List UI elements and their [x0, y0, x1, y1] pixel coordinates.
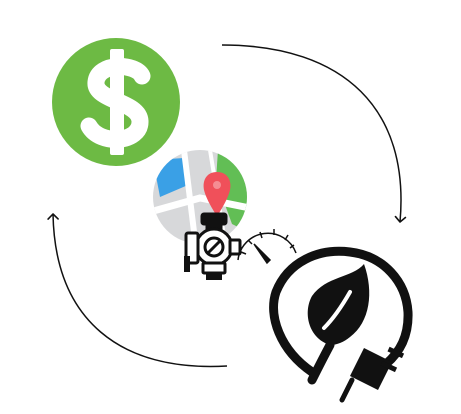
leaf-plug-icon [269, 246, 413, 403]
map-pin-icon [153, 150, 247, 244]
arrow-energy-to-money [47, 213, 228, 368]
pin-icon [203, 172, 231, 216]
water-pump-icon [184, 212, 242, 280]
plug-icon [339, 346, 405, 403]
pressure-gauge-icon [237, 229, 297, 265]
arrow-money-to-energy [221, 44, 407, 223]
dollar-coin-icon [52, 38, 180, 166]
leaf-icon [307, 264, 370, 345]
